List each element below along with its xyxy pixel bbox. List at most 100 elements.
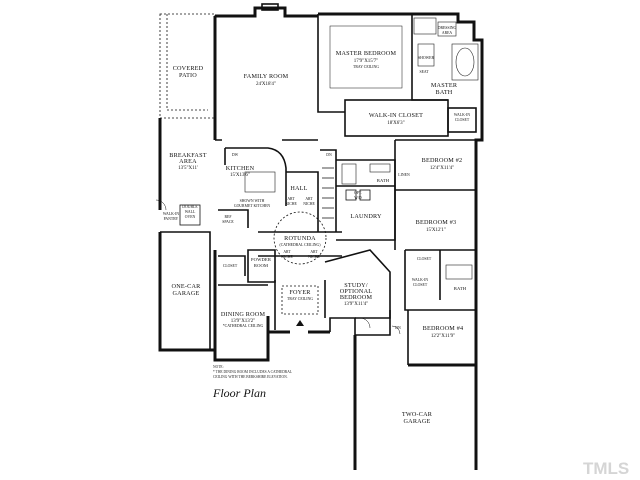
closet-label-east: CLOSET — [417, 257, 432, 261]
closet-walls — [218, 255, 246, 276]
study-label-1: STUDY/ — [344, 282, 368, 289]
kitchen-note-1: SHOWN WITH — [240, 199, 265, 203]
exterior-walls — [158, 3, 484, 470]
walk-in-closet-small-label-2: CLOSET — [455, 118, 470, 122]
master-bath-label-2: BATH — [436, 89, 453, 96]
family-room-dims: 24'X18'4" — [256, 82, 276, 87]
opt-wd-label-2: W/D — [354, 196, 362, 200]
art-niche-3b: NICHE — [281, 255, 293, 259]
room-labels: COVERED PATIO FAMILY ROOM 24'X18'4" MAST… — [163, 26, 470, 425]
double-wall-oven-1: DOUBLE — [182, 205, 198, 209]
bedroom2-dims: 12'4"X11'4" — [430, 166, 454, 171]
walk-in-closet-dims: 18'X6'3" — [387, 121, 404, 126]
dressing-area-label-2: AREA — [442, 31, 453, 35]
art-niche-2a: ART — [305, 197, 313, 201]
jack-bath-walls — [404, 250, 476, 311]
bedroom3-dims: 15'X12'1" — [426, 228, 446, 233]
note-line-3: CEILING WITH THE BERKSHIRE ELEVATION. — [213, 375, 288, 379]
shower-label: SHOWER — [418, 56, 434, 60]
patio-inner — [166, 14, 208, 111]
dressing-area-label-1: DRESSING — [438, 26, 457, 30]
master-bedroom-label: MASTER BEDROOM — [336, 50, 397, 57]
kitchen-dims: 15'X13'6" — [230, 173, 250, 178]
door-swing-icon — [155, 199, 167, 211]
bedroom4-dims: 12'2"X11'9" — [431, 334, 455, 339]
linen-label: LINEN — [398, 173, 410, 177]
covered-patio-label-2: PATIO — [179, 72, 197, 79]
art-niche-2b: NICHE — [303, 202, 315, 206]
plan-notes: NOTE: * THE DINING ROOM INCLUDES A CATHE… — [213, 365, 292, 379]
patio-outline — [159, 13, 216, 119]
breakfast-area-dims: 13'5"X11' — [178, 166, 198, 171]
east-wall-bedrooms — [474, 82, 484, 410]
pantry-wall — [218, 209, 249, 228]
art-niche-4b: NICHE — [308, 255, 320, 259]
closet-label-west: CLOSET — [223, 264, 238, 268]
north-wall-master — [318, 12, 484, 82]
powder-room-label-2: ROOM — [254, 263, 268, 268]
north-wall-family — [215, 6, 318, 18]
note-line-2: * THE DINING ROOM INCLUDES A CATHEDRAL — [213, 370, 292, 374]
study-label-2: OPTIONAL — [340, 288, 373, 295]
breakfast-area-label-1: BREAKFAST — [169, 152, 206, 159]
stair-wall — [320, 149, 337, 232]
master-west-wall — [317, 14, 345, 113]
hall-walls — [286, 171, 319, 232]
master-bedroom-note: TRAY CEILING — [353, 65, 379, 69]
two-car-garage-label-2: GARAGE — [404, 418, 431, 425]
one-car-garage-label-2: GARAGE — [173, 290, 200, 297]
walk-in-pantry-1: WALK-IN — [163, 212, 179, 216]
dressing-counter — [437, 21, 457, 37]
rotunda-label: ROTUNDA — [284, 235, 316, 242]
art-niche-3a: ART — [283, 250, 291, 254]
hall-label: HALL — [290, 185, 307, 192]
hall-bath-label: BATH — [377, 178, 390, 183]
double-wall-oven — [179, 204, 201, 226]
study-south-wall — [329, 317, 356, 335]
walk-in-closet-small-walls — [447, 107, 477, 133]
tub-basin — [455, 47, 475, 77]
walk-in-closet-label: WALK-IN CLOSET — [369, 112, 423, 119]
seat-label: SEAT — [419, 70, 429, 74]
bedroom3-label: BEDROOM #3 — [416, 219, 457, 226]
kitchen-counter — [225, 147, 287, 206]
one-car-garage-label-1: ONE-CAR — [172, 283, 202, 290]
kitchen-label: KITCHEN — [226, 165, 255, 172]
walk-in-closet-small-label-1: WALK-IN — [454, 113, 470, 117]
foyer-note: TRAY CEILING — [287, 297, 313, 301]
master-bath-label-1: MASTER — [431, 82, 458, 89]
kitchen-note-2: GOURMET KITCHEN — [234, 204, 271, 208]
bath-vanity-hall — [369, 163, 391, 173]
garage-one-west-wall — [158, 232, 215, 352]
dining-room-dims: 13'9"X13'2" — [231, 319, 256, 324]
double-wall-oven-3: OVEN — [185, 215, 196, 219]
laundry-label: LAUNDRY — [350, 213, 382, 220]
door-swing-icon — [359, 317, 371, 329]
door-swing-icon — [391, 325, 401, 335]
opt-wd-label-1: OPT. — [354, 191, 362, 195]
study-dims: 13'9"X11'4" — [344, 302, 368, 307]
breakfast-area-label-2: AREA — [179, 158, 197, 165]
foyer-tray — [281, 285, 319, 315]
interior-walls — [155, 14, 482, 365]
study-bottom — [355, 310, 391, 336]
dining-outer-wall — [213, 250, 270, 362]
plan-title: Floor Plan — [212, 386, 266, 400]
covered-patio-label-1: COVERED — [173, 65, 204, 72]
ref-space-1: REF — [225, 215, 232, 219]
art-niche-1a: ART — [287, 197, 295, 201]
bath-east-label: BATH — [454, 286, 467, 291]
vanity-fixture — [413, 17, 437, 35]
watermark-logo: TMLS — [583, 459, 629, 478]
rotunda-ring — [273, 211, 327, 265]
dw-label: DW — [232, 153, 239, 157]
two-car-garage-label-1: TWO-CAR — [402, 411, 433, 418]
art-niche-1b: NICHE — [285, 202, 297, 206]
note-heading: NOTE: — [213, 365, 224, 369]
foyer-walls — [274, 280, 326, 330]
rotunda-note: (CATHEDRAL CEILING) — [279, 243, 321, 247]
walk-in-closet-east-2: CLOSET — [413, 283, 428, 287]
rotunda-walls — [258, 231, 342, 257]
powder-room-label-1: POWDER — [251, 257, 272, 262]
